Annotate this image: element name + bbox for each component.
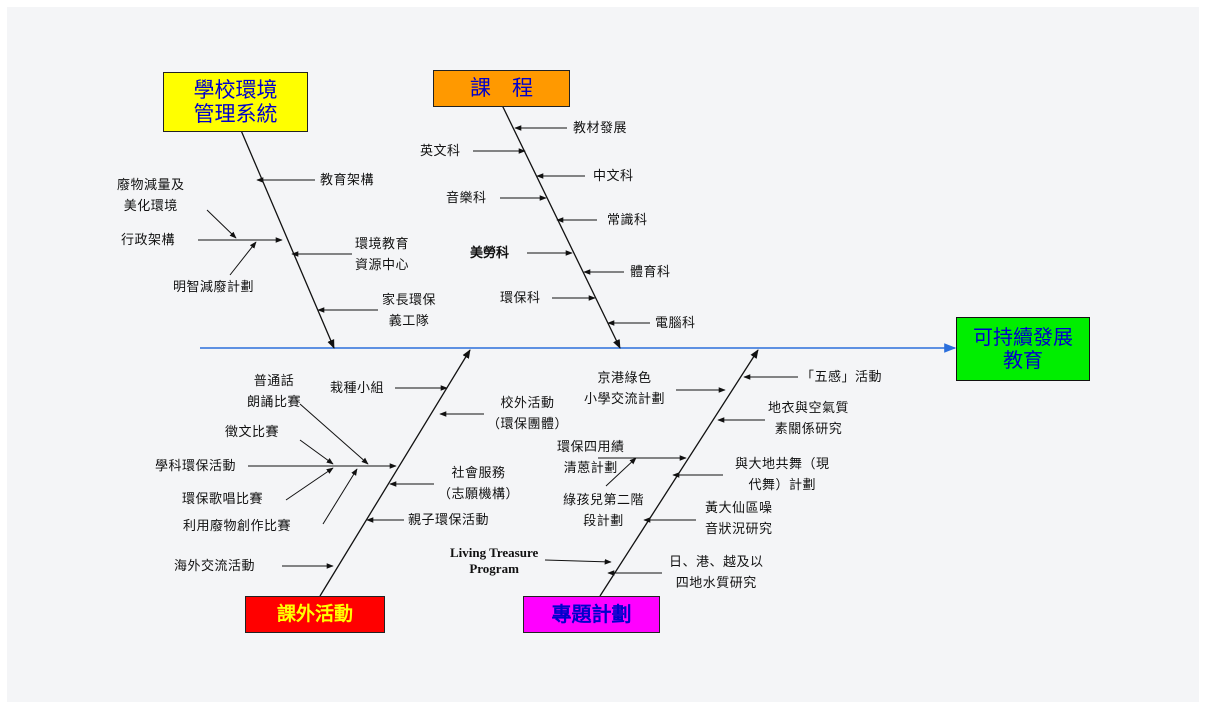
extra-sub-essay: 徵文比賽 [225, 425, 280, 440]
cur-item-computer: 電腦科 [655, 316, 696, 331]
extra-comp-sub-4 [322, 468, 358, 525]
proj-green-sub-1 [605, 457, 637, 487]
cur-item-english: 英文科 [420, 144, 461, 159]
school-admin-sub-smart: 明智減廢計劃 [173, 280, 255, 295]
school-admin-structure: 行政架構 [121, 233, 176, 248]
cur-item-pe: 體育科 [630, 265, 671, 280]
curriculum-bone [501, 104, 621, 349]
proj-item-five-senses: 「五感」活動 [801, 370, 883, 385]
school-item-resource-center: 環境教育 資源中心 [355, 237, 410, 273]
proj-item-lichen: 地衣與空氣質 素關係研究 [768, 401, 850, 437]
school-arrow-sub-1 [206, 209, 237, 239]
extra-sub-singing: 環保歌唱比賽 [182, 492, 264, 507]
proj-item-dance: 與大地共舞（現 代舞）計劃 [735, 457, 830, 493]
extra-item-community-service: 社會服務 （志願機構） [438, 466, 520, 502]
cur-item-chinese: 中文科 [593, 169, 634, 184]
proj-sub-green-kids: 綠孩兒第二階 段計劃 [563, 493, 645, 529]
school-item-parent-volunteers: 家長環保 義工隊 [382, 293, 437, 329]
extra-box: 課外活動 [245, 596, 385, 633]
proj-arrow-8 [544, 559, 612, 565]
extra-comp-sub-1 [299, 403, 369, 465]
extra-item-parent-child: 親子環保活動 [408, 513, 490, 528]
extra-sub-subject-env: 學科環保活動 [155, 459, 237, 474]
cur-item-general-studies: 常識科 [607, 213, 648, 228]
school-arrow-sub-2 [229, 241, 257, 276]
proj-item-beijing-hk: 京港綠色 小學交流計劃 [584, 371, 666, 407]
school-bone [239, 127, 335, 349]
extra-item-outside-activities: 校外活動 （環保團體） [487, 396, 569, 432]
extra-comp-sub-2 [299, 439, 334, 465]
proj-item-noise: 黃大仙區噪 音狀況研究 [705, 501, 773, 537]
extra-item-planting: 栽種小組 [330, 381, 385, 396]
proj-sub-four-r: 環保四用績 清蒽計劃 [557, 440, 625, 476]
extra-sub-waste-creation: 利用廢物創作比賽 [183, 519, 292, 534]
school-item-edu-structure: 教育架構 [320, 173, 375, 188]
extra-sub-putonghua: 普通話 朗誦比賽 [247, 374, 302, 410]
cur-item-art: 美勞科 [470, 246, 510, 261]
proj-item-water-quality: 日、港、越及以 四地水質研究 [669, 555, 764, 591]
proj-item-living-treasure: Living Treasure Program [450, 545, 539, 577]
curriculum-box: 課 程 [433, 70, 570, 107]
projects-box: 專題計劃 [523, 596, 660, 633]
extra-item-overseas: 海外交流活動 [174, 559, 256, 574]
extra-comp-sub-3 [285, 467, 334, 501]
school-env-box: 學校環境 管理系統 [163, 72, 308, 132]
cur-item-env-studies: 環保科 [500, 291, 541, 306]
goal-box: 可持續發展 教育 [956, 317, 1090, 381]
cur-item-music: 音樂科 [446, 191, 487, 206]
extra-bone [319, 349, 471, 597]
cur-item-materials: 教材發展 [573, 121, 628, 136]
school-admin-sub-waste: 廢物減量及 美化環境 [117, 178, 185, 214]
